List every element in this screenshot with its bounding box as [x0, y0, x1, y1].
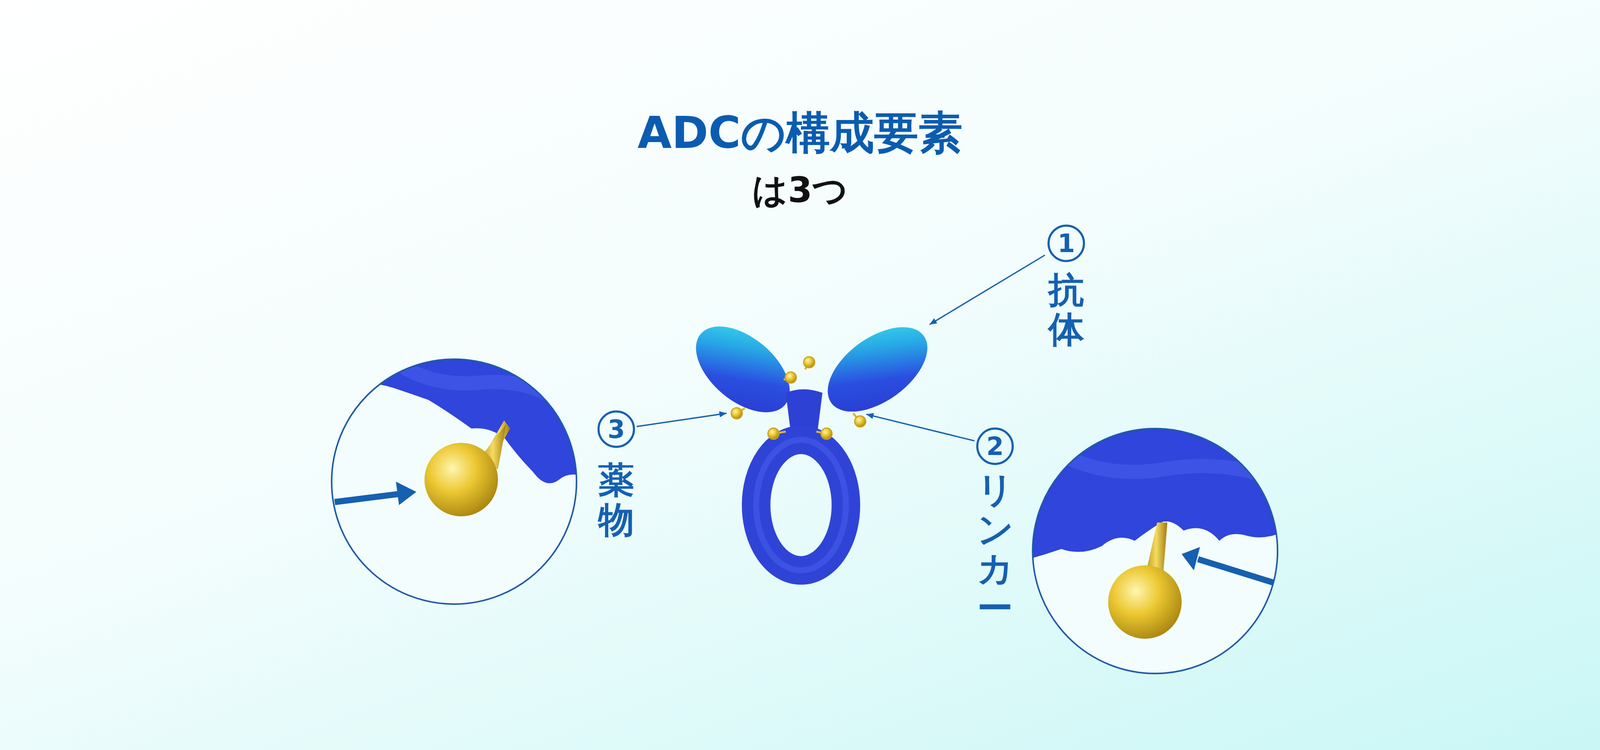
part-name: 抗体: [1048, 270, 1085, 349]
callout-number: 3: [597, 410, 635, 448]
antibody: [680, 309, 943, 571]
part-name: 薬物: [598, 460, 635, 540]
leader-lines: [636, 255, 1045, 441]
drug-dots: [731, 356, 866, 440]
drug-zoom: [326, 336, 593, 605]
subtitle: は3つ: [752, 166, 848, 215]
part-name: リンカー: [977, 470, 1013, 628]
diagram-title: ADCの構成要素: [637, 103, 963, 163]
linker-zoom: [1020, 408, 1286, 674]
callout-number: 1: [1047, 224, 1085, 263]
callout-number: 2: [976, 427, 1014, 465]
